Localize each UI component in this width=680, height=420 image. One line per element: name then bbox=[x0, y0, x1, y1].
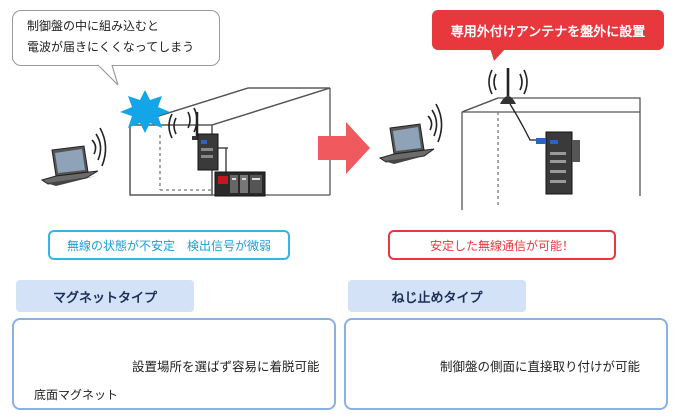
problem-line-2: 電波が届きにくくなってしまう bbox=[27, 40, 195, 54]
laptop-icon bbox=[40, 145, 99, 186]
arrow-right-icon bbox=[318, 122, 370, 174]
magnet-caption: 底面マグネット bbox=[34, 388, 119, 402]
solution-callout: 専用外付けアンテナを盤外に設置 bbox=[432, 10, 664, 50]
status-unstable: 無線の状態が不安定 検出信号が微弱 bbox=[48, 230, 290, 260]
interference-burst-icon bbox=[120, 90, 170, 133]
problem-speech-bubble: 制御盤の中に組み込むと 電波が届きにくくなってしまう bbox=[12, 10, 220, 66]
type-card-screw: 制御盤の側面に直接取り付けが可能 bbox=[344, 318, 668, 410]
magnet-description: 設置場所を選ばず容易に着脱可能 bbox=[132, 359, 320, 374]
status-stable: 安定した無線通信が可能！ bbox=[388, 230, 616, 260]
antenna-icon bbox=[500, 68, 548, 141]
type-card-magnet: 設置場所を選ばず容易に着脱可能 底面マグネット bbox=[12, 318, 336, 410]
wifi-icon bbox=[91, 127, 107, 167]
problem-line-1: 制御盤の中に組み込むと bbox=[27, 19, 160, 33]
controller-icon bbox=[214, 171, 266, 197]
speech-bubble-tail bbox=[97, 64, 119, 86]
wifi-icon bbox=[427, 103, 443, 143]
solution-callout-tail bbox=[490, 48, 506, 61]
wifi-icon bbox=[168, 107, 198, 139]
wifi-icon bbox=[488, 69, 528, 95]
screw-description: 制御盤の側面に直接取り付けが可能 bbox=[440, 359, 641, 374]
control-panel-cabinet-right bbox=[461, 97, 641, 210]
wireless-unit-icon bbox=[536, 131, 580, 195]
type-header-magnet: マグネットタイプ bbox=[16, 280, 194, 312]
type-header-screw: ねじ止めタイプ bbox=[348, 280, 526, 312]
laptop-icon bbox=[378, 123, 435, 164]
wireless-unit-icon bbox=[192, 112, 228, 175]
